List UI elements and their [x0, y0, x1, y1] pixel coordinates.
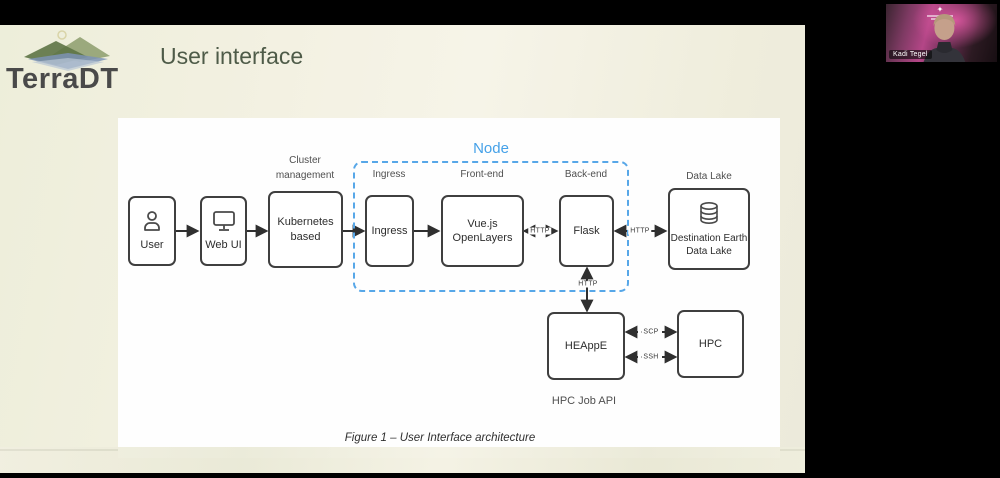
terradt-logo: TerraDT — [2, 27, 130, 99]
figure-caption: Figure 1 – User Interface architecture — [344, 432, 536, 444]
star-icon: ✦ — [936, 5, 944, 14]
presentation-slide: TerraDT User interface — [0, 25, 805, 473]
label-back-end: Back-end — [564, 169, 608, 180]
box-heappe: HEAppE — [547, 312, 625, 380]
node-group-label: Node — [473, 140, 509, 157]
box-ingress: Ingress — [365, 195, 414, 267]
user-icon — [144, 211, 160, 232]
monitor-icon — [212, 211, 235, 232]
terradt-logo-mountains-icon — [24, 30, 110, 71]
label-hpc-job-api: HPC Job API — [551, 395, 617, 407]
diagram-panel: Node Cluster management Ingress Front-en… — [118, 118, 780, 458]
arrow-label-scp: SCP — [641, 328, 661, 336]
label-data-lake: Data Lake — [686, 171, 732, 182]
participant-video-tile[interactable]: ✦ Kadi Tegel — [886, 4, 997, 62]
participant-silhouette — [923, 14, 965, 62]
box-backend-flask: Flask — [559, 195, 614, 267]
terradt-logo-text: TerraDT — [6, 63, 119, 95]
arrow-label-http-back-datalake: HTTP — [628, 227, 652, 235]
label-ingress: Ingress — [372, 169, 406, 180]
slide-title: User interface — [160, 43, 304, 69]
arrow-label-http-front-back: HTTP — [528, 227, 552, 235]
label-cluster-management: Cluster management — [275, 155, 335, 181]
participant-name-label: Kadi Tegel — [889, 50, 932, 59]
arrow-label-ssh: SSH — [641, 353, 661, 361]
box-web-ui: Web UI — [200, 196, 247, 266]
box-user: User — [128, 196, 176, 266]
label-front-end: Front-end — [460, 169, 504, 180]
arrow-label-http-back-heappe: HTTP — [576, 280, 600, 288]
database-icon — [700, 201, 718, 224]
box-hpc: HPC — [677, 310, 744, 378]
